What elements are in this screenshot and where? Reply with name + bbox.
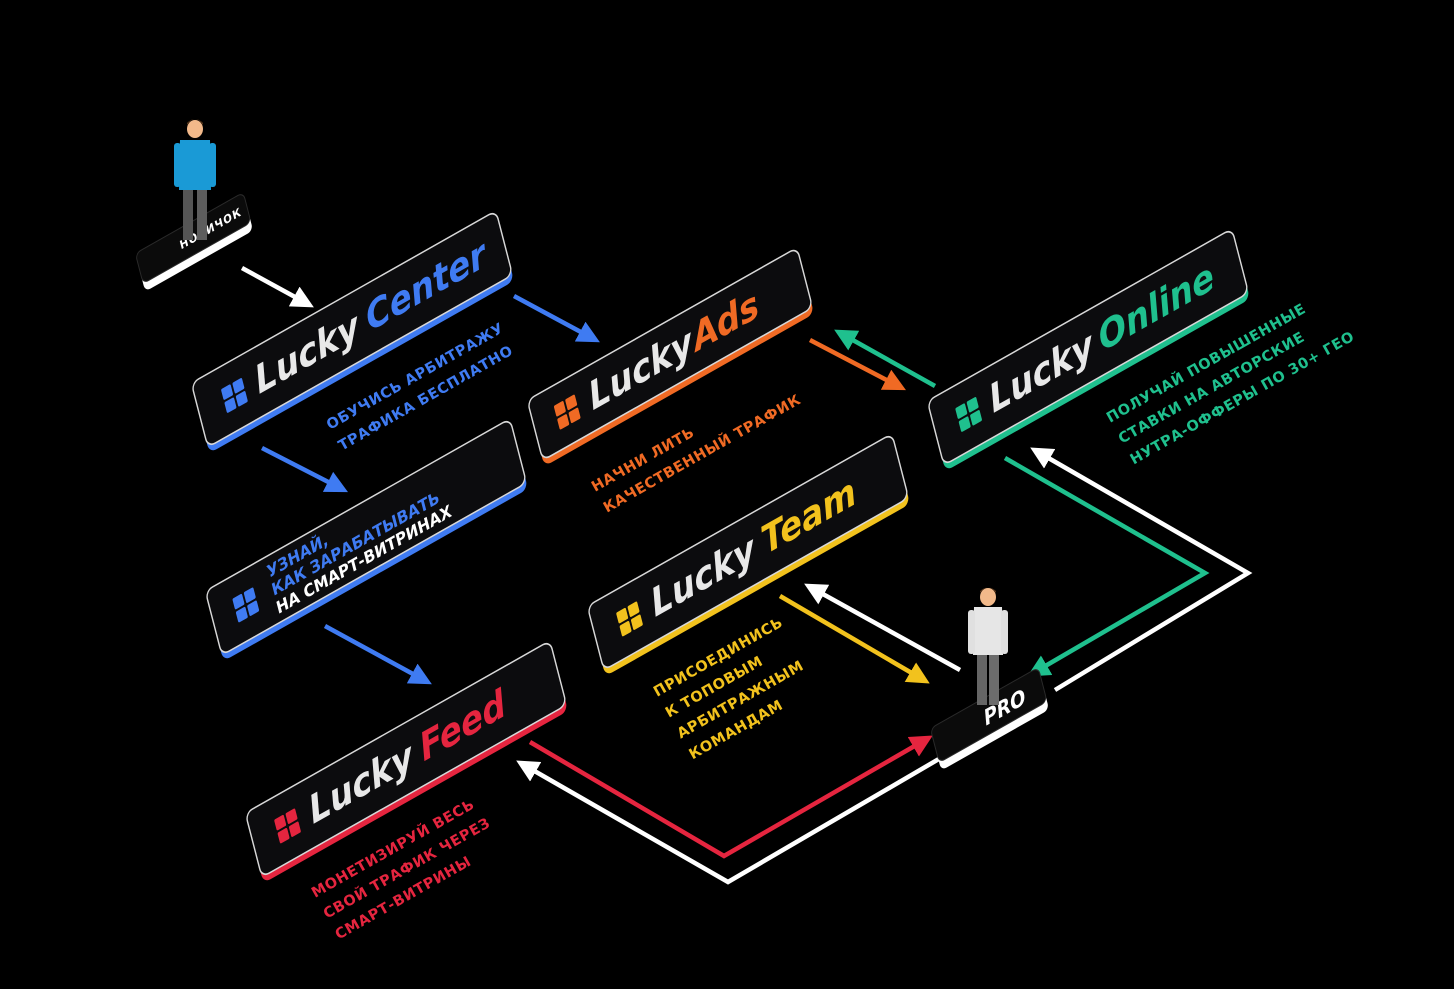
arrow-ads-to-online bbox=[808, 338, 906, 391]
arrow-team-to-pro bbox=[778, 594, 930, 684]
caption-team: ПРИСОЕДИНИСЬ К ТОПОВЫМ АРБИТРАЖНЫМ КОМАН… bbox=[651, 615, 807, 763]
arrow-pro-to-team bbox=[804, 583, 962, 672]
four-tile-logo-icon bbox=[274, 808, 301, 844]
card-lucky-team[interactable]: LuckyTeam bbox=[587, 434, 910, 677]
arrow-pro-to-feed bbox=[516, 740, 970, 885]
connectors bbox=[240, 266, 1253, 885]
arrow-center-to-ads bbox=[512, 294, 600, 343]
newbie-person-icon bbox=[174, 119, 216, 240]
four-tile-logo-icon bbox=[554, 394, 581, 430]
arrow-start-to-center bbox=[240, 266, 314, 308]
card-lucky-online[interactable]: LuckyOnline bbox=[927, 229, 1250, 472]
arrow-pro-to-online bbox=[1030, 447, 1253, 692]
four-tile-logo-icon bbox=[955, 397, 982, 432]
arrow-info-to-feed bbox=[323, 624, 432, 685]
four-tile-logo-icon bbox=[232, 587, 260, 623]
pro-person-icon bbox=[968, 587, 1008, 705]
arrow-center-to-info bbox=[260, 445, 349, 493]
card-lucky-ads[interactable]: LuckyAds bbox=[527, 248, 814, 467]
card-lucky-center[interactable]: LuckyCenter bbox=[191, 211, 514, 454]
arrow-online-to-ads bbox=[834, 329, 937, 388]
four-tile-logo-icon bbox=[221, 378, 248, 413]
card-learn-smart-showcases[interactable]: УЗНАЙ, КАК ЗАРАБАТЫВАТЬ НА СМАРТ-ВИТРИНА… bbox=[205, 419, 528, 662]
four-tile-logo-icon bbox=[616, 601, 643, 637]
arrow-online-to-pro bbox=[1003, 456, 1210, 677]
start-node: НОВИЧОК bbox=[136, 194, 252, 290]
arrow-feed-to-pro bbox=[528, 735, 933, 859]
